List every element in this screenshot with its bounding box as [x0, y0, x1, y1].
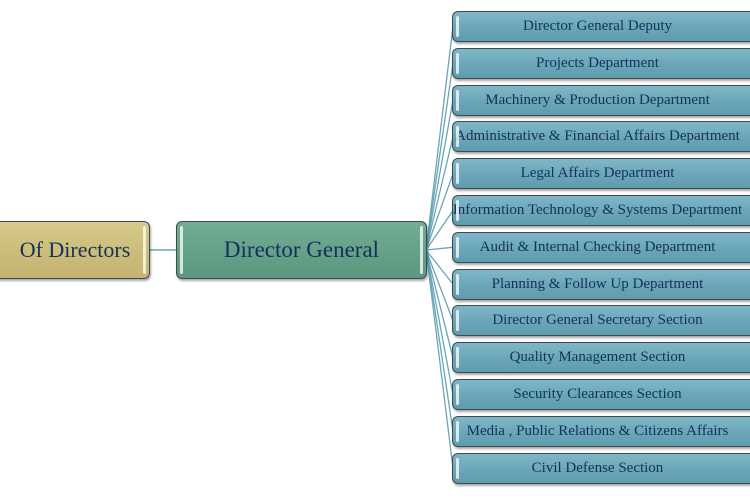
connector-head-to-department: [425, 249, 454, 322]
department-node[interactable]: Information Technology & Systems Departm…: [452, 195, 750, 226]
department-node[interactable]: Director General Secretary Section: [452, 305, 750, 337]
department-label: Machinery & Production Department: [485, 91, 710, 108]
connector-head-to-department: [425, 249, 454, 285]
department-node[interactable]: Audit & Internal Checking Department: [452, 231, 750, 263]
department-node[interactable]: Projects Department: [452, 47, 750, 79]
director-general-label: Director General: [223, 237, 380, 262]
connector-head-to-department: [425, 249, 454, 358]
connector-head-to-department: [425, 249, 454, 395]
department-label: Civil Defense Section: [531, 459, 664, 476]
connector-head-to-department: [425, 210, 454, 251]
department-node[interactable]: Security Clearances Section: [452, 379, 750, 410]
department-node[interactable]: Administrative & Financial Affairs Depar…: [452, 121, 750, 153]
department-label: Director General Secretary Section: [492, 312, 703, 329]
board-of-directors-label: Of Directors: [19, 237, 131, 262]
director-general-node[interactable]: Director General: [176, 221, 427, 279]
department-node[interactable]: Legal Affairs Department: [452, 158, 750, 190]
department-label: Quality Management Section: [509, 349, 686, 366]
connector-head-to-department: [425, 26, 454, 251]
department-label: Media , Public Relations & Citizens Affa…: [466, 422, 729, 439]
connector-head-to-department: [425, 99, 454, 251]
department-label: Planning & Follow Up Department: [491, 275, 704, 292]
department-node[interactable]: Civil Defense Section: [452, 452, 750, 484]
department-node[interactable]: Director General Deputy: [452, 11, 750, 42]
connector-head-to-department: [425, 136, 454, 251]
department-label: Legal Affairs Department: [520, 165, 675, 182]
department-label: Security Clearances Section: [513, 386, 682, 402]
connector-head-to-department: [425, 249, 454, 432]
connector-head-to-department: [425, 249, 454, 469]
department-label: Information Technology & Systems Departm…: [452, 202, 743, 218]
department-label: Projects Department: [536, 54, 659, 71]
department-node[interactable]: Machinery & Production Department: [452, 84, 750, 116]
connector-head-to-department: [425, 63, 454, 251]
department-node[interactable]: Planning & Follow Up Department: [452, 268, 750, 300]
department-label: Audit & Internal Checking Department: [479, 238, 716, 255]
department-node[interactable]: Media , Public Relations & Citizens Affa…: [452, 415, 750, 447]
department-label: Director General Deputy: [522, 18, 673, 34]
department-label: Administrative & Financial Affairs Depar…: [455, 128, 740, 145]
connector-head-to-department: [425, 173, 454, 251]
connector-head-to-department: [425, 246, 454, 251]
department-node[interactable]: Quality Management Section: [452, 342, 750, 374]
board-of-directors-node[interactable]: Of Directors: [0, 221, 150, 279]
